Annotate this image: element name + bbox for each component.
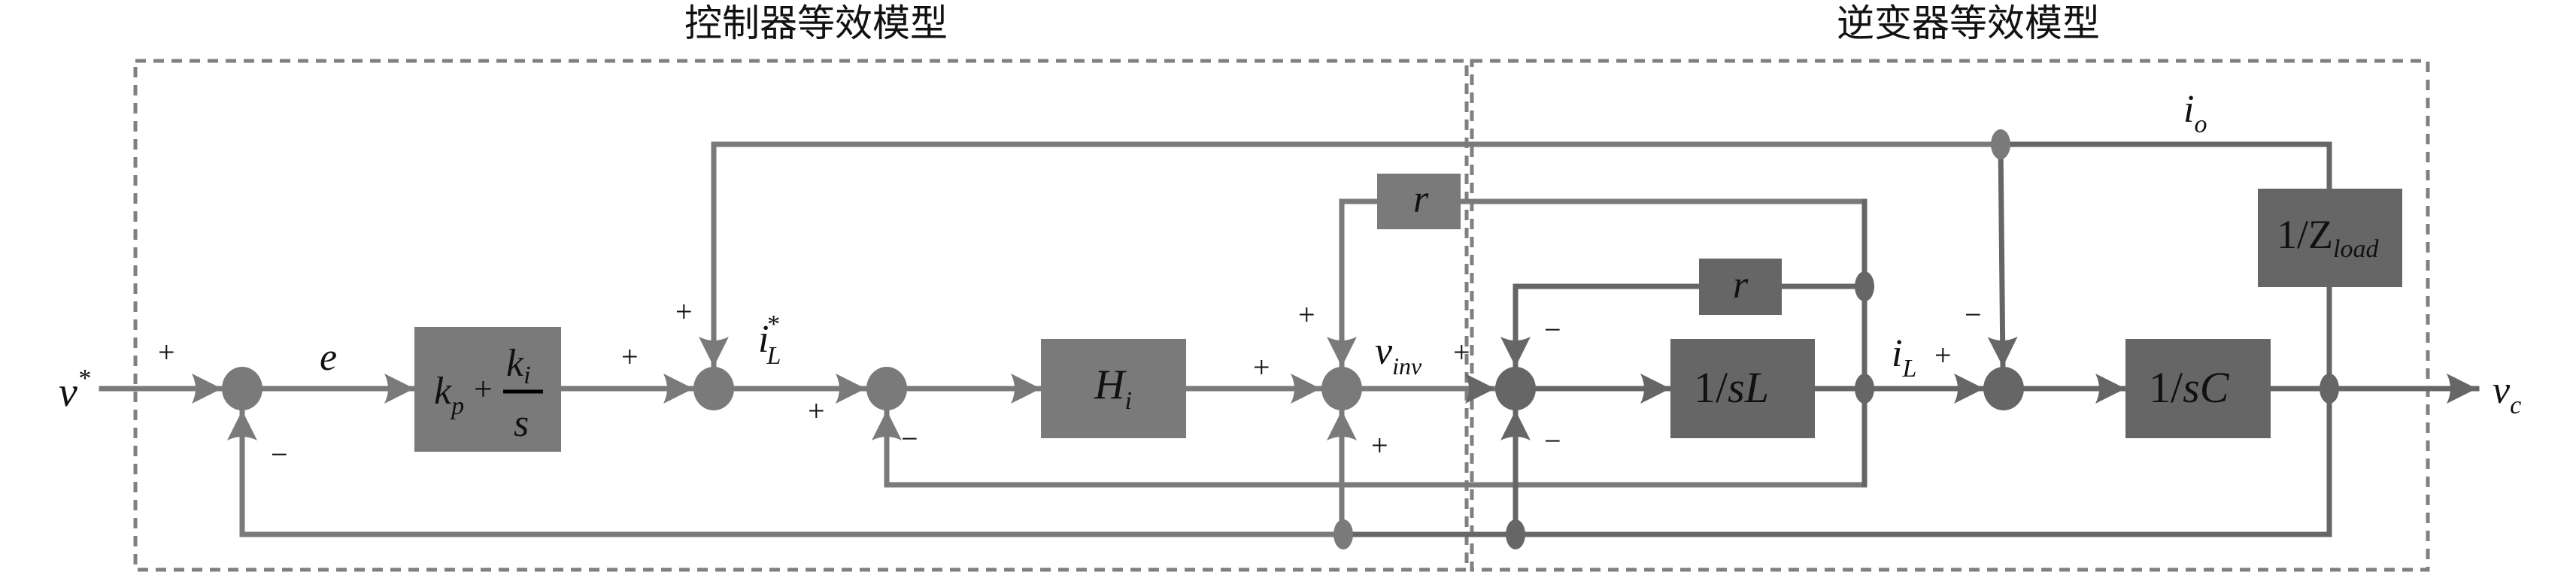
svg-text:1/sL: 1/sL [1694, 363, 1769, 412]
sign-sum6-input: + [1934, 338, 1952, 372]
capacitor-numerator: 1/ [2149, 363, 2183, 412]
controller-section-title: 控制器等效模型 [684, 2, 948, 45]
inverter-section-border [1470, 59, 2430, 572]
sign-sum4-bottom: + [1371, 428, 1388, 462]
signal-label-iL-ref: i*L [758, 310, 781, 370]
wire-io-into-sum6 [1987, 141, 2018, 370]
inductor-variable: sL [1728, 363, 1769, 412]
signal-label-error: e [320, 336, 337, 379]
sign-sum5-bottom: − [1544, 424, 1561, 458]
sum-junction-vinv [1321, 367, 1362, 410]
sign-sum4-top: + [1298, 298, 1315, 331]
svg-text:Hi: Hi [1094, 362, 1132, 415]
hi-label: H [1094, 362, 1127, 408]
signal-label-iL: iL [1892, 332, 1916, 383]
svg-text:1/sC: 1/sC [2149, 363, 2230, 412]
r-upper-label: r [1413, 178, 1429, 221]
branch-node-iL-r [1855, 271, 1874, 301]
sum-junction-voltage-error [222, 367, 262, 410]
sign-sum2-top: + [675, 295, 693, 328]
sign-sum5-top: − [1544, 313, 1561, 347]
signal-label-vinv: vinv [1375, 330, 1422, 380]
hi-subscript: i [1124, 387, 1131, 415]
wire-io-feedforward [699, 141, 2004, 370]
pi-ki-subscript: i [523, 362, 530, 389]
wire-iL-feedback [872, 407, 1868, 488]
sign-sum1-feedback: − [271, 437, 288, 471]
inductor-numerator: 1/ [1694, 363, 1728, 412]
svg-text:kp: kp [434, 370, 464, 420]
sign-sum3-feedback: − [901, 422, 918, 455]
r-block-lower: r [1699, 259, 1782, 315]
sign-sum3-input: + [808, 394, 825, 428]
branch-node-vc-inv [1506, 519, 1525, 549]
hi-block: Hi [1041, 339, 1186, 438]
wire-vc-return [1513, 386, 2332, 537]
pi-plus: + [474, 371, 493, 407]
r-block-upper: r [1377, 174, 1461, 229]
r-lower-label: r [1733, 264, 1749, 307]
branch-node-iL [1855, 374, 1874, 404]
controller-section-border [133, 59, 1469, 572]
pi-controller-block: kp + ki s [414, 327, 561, 452]
sign-sum6-top: − [1965, 298, 1982, 331]
capacitor-block: 1/sC [2125, 339, 2271, 438]
svg-text:1/Zload: 1/Zload [2277, 212, 2379, 263]
inverter-section-title: 逆变器等效模型 [1837, 2, 2100, 45]
sign-sum2-input: + [621, 340, 639, 374]
wire-vc-feedback [227, 407, 1346, 537]
pi-kp: k [434, 370, 452, 413]
sum-junction-inductor [1495, 367, 1536, 410]
load-admittance-block: 1/Zload [2258, 189, 2402, 287]
wire-r-lower-out [1500, 283, 1702, 370]
signal-label-io: io [2183, 88, 2207, 138]
signal-label-vc: vc [2493, 369, 2521, 419]
pi-kp-subscript: p [450, 392, 464, 420]
sign-sum1-input: + [158, 335, 175, 369]
load-numerator: 1/ [2277, 212, 2308, 257]
branch-node-io [1991, 129, 2010, 159]
sign-sum5-input: + [1453, 335, 1470, 369]
capacitor-variable: sC [2183, 363, 2230, 412]
wire-io [1998, 141, 2332, 192]
load-subscript: load [2333, 235, 2379, 263]
sum-junction-current-ref [693, 367, 734, 410]
pi-ki: k [506, 342, 524, 385]
branch-node-vc-ff [1334, 519, 1353, 549]
sign-sum4-input: + [1253, 350, 1270, 384]
branch-node-vc [2320, 374, 2339, 404]
sum-junction-capacitor [1983, 367, 2024, 410]
svg-text:ki: ki [506, 342, 531, 389]
sum-junction-current-error [866, 367, 907, 410]
load-variable: Z [2308, 212, 2333, 257]
signal-label-vref: v* [59, 365, 90, 416]
wire-r-upper-out [1327, 198, 1380, 370]
pi-denominator: s [514, 402, 529, 445]
inductor-block: 1/sL [1670, 339, 1815, 438]
